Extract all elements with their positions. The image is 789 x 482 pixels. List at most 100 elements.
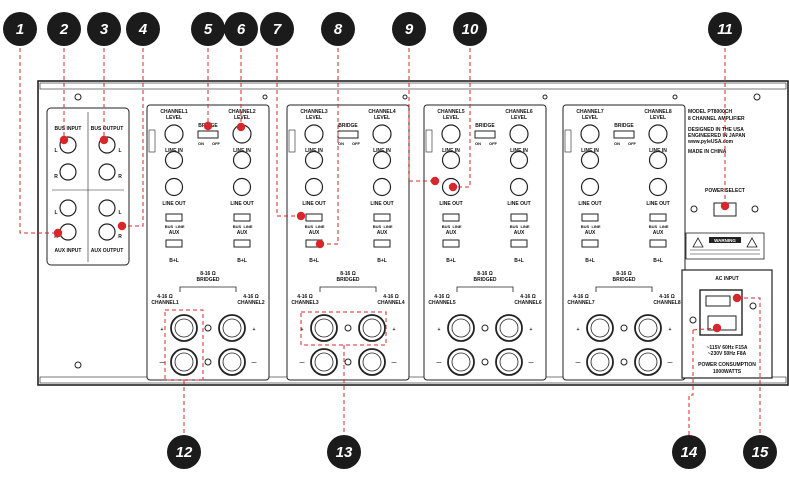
level-label: LEVEL (306, 115, 322, 121)
mode-switch[interactable] (373, 239, 391, 248)
mode-switch[interactable] (165, 239, 183, 248)
channel-output-label: CHANNEL6 (514, 300, 541, 306)
rca-jack[interactable] (304, 150, 324, 170)
aux-output-r-jack[interactable] (98, 223, 116, 241)
made-in-text: MADE IN CHINA (688, 149, 727, 155)
rca-jack[interactable] (372, 150, 392, 170)
bus-line-switch[interactable] (510, 213, 528, 222)
bridged-ohms-label: 8-16 Ω (616, 271, 631, 277)
rca-jack[interactable] (372, 177, 392, 197)
screw (204, 358, 212, 366)
plus-label: + (438, 327, 441, 333)
leader-10 (453, 48, 471, 188)
rca-jack[interactable] (648, 150, 668, 170)
screw (344, 324, 352, 332)
aux-output-l-jack[interactable] (98, 199, 116, 217)
mode-switch[interactable] (649, 239, 667, 248)
mode-switch[interactable] (442, 239, 460, 248)
rca-jack[interactable] (648, 177, 668, 197)
binding-post-inner (499, 318, 519, 338)
callout-badge-circle (327, 435, 361, 469)
marker-dot (448, 182, 458, 192)
bridge-switch[interactable] (613, 130, 635, 139)
level-knob[interactable] (509, 124, 529, 144)
callout-number: 8 (334, 21, 343, 38)
line-label: LINE (659, 224, 668, 229)
line-label: LINE (175, 224, 184, 229)
rca-jack[interactable] (580, 177, 600, 197)
binding-post-inner (362, 318, 382, 338)
channel-output-label: CHANNEL1 (151, 300, 178, 306)
bus-line-switch[interactable] (165, 213, 183, 222)
rca-jack[interactable] (304, 177, 324, 197)
bus-line-switch[interactable] (373, 213, 391, 222)
level-knob[interactable] (580, 124, 600, 144)
level-scale (425, 129, 433, 153)
rca-jack[interactable] (232, 177, 252, 197)
callout-number: 10 (462, 21, 479, 38)
marker-dot (203, 121, 213, 131)
screw (753, 93, 761, 101)
bridged-bracket (456, 286, 514, 292)
marker-dot (59, 135, 69, 145)
level-knob[interactable] (441, 124, 461, 144)
bl-label: B+L (653, 258, 663, 264)
bus-line-switch[interactable] (649, 213, 667, 222)
rca-jack[interactable] (164, 150, 184, 170)
bridge-switch[interactable] (197, 130, 219, 139)
ohms-label: 4-16 Ω (383, 294, 398, 300)
bridge-switch[interactable] (474, 130, 496, 139)
channel-output-label: CHANNEL7 (567, 300, 594, 306)
level-knob[interactable] (164, 124, 184, 144)
rca-jack[interactable] (580, 150, 600, 170)
minus-label: — (668, 360, 673, 366)
bl-label: B+L (237, 258, 247, 264)
bus-line-switch[interactable] (233, 213, 251, 222)
rca-jack[interactable] (164, 177, 184, 197)
bridged-label: BRIDGED (196, 277, 219, 283)
aux-input-r-jack[interactable] (59, 223, 77, 241)
mode-switch[interactable] (233, 239, 251, 248)
mode-switch[interactable] (510, 239, 528, 248)
marker-dot (99, 135, 109, 145)
level-knob[interactable] (304, 124, 324, 144)
engineered-text: ENGINEERED IN JAPAN (688, 133, 746, 139)
bus-output-r-jack[interactable] (98, 163, 116, 181)
channel-output-label: CHANNEL3 (291, 300, 318, 306)
bus-output-label: BUS OUTPUT (91, 126, 124, 132)
channel-level-label: CHANNEL2 (228, 109, 255, 115)
leader-7 (276, 48, 301, 217)
aux-input-l-jack[interactable] (59, 199, 77, 217)
rca-jack[interactable] (232, 150, 252, 170)
binding-post-inner (638, 318, 658, 338)
mode-switch[interactable] (581, 239, 599, 248)
ohms-label: 4-16 Ω (520, 294, 535, 300)
bus-line-switch[interactable] (581, 213, 599, 222)
rca-jack[interactable] (509, 177, 529, 197)
binding-post-inner (451, 318, 471, 338)
level-knob[interactable] (648, 124, 668, 144)
on-label: ON (198, 141, 204, 146)
bridge-switch[interactable] (337, 130, 359, 139)
plus-label: + (669, 327, 672, 333)
callout-6: 6 (224, 12, 258, 46)
aux-label: AUX (446, 230, 457, 236)
binding-post-inner (590, 352, 610, 372)
callout-9: 9 (392, 12, 426, 46)
off-label: OFF (212, 141, 221, 146)
rca-jack[interactable] (509, 150, 529, 170)
bus-line-switch[interactable] (442, 213, 460, 222)
bus-label: BUS (581, 224, 590, 229)
aux-label: AUX (237, 230, 248, 236)
bus-label: BUS (373, 224, 382, 229)
rca-jack[interactable] (441, 150, 461, 170)
leader-8 (320, 48, 339, 245)
bus-input-r-jack[interactable] (59, 163, 77, 181)
fuse-drawer[interactable] (705, 295, 731, 307)
bus-line-switch[interactable] (305, 213, 323, 222)
bridged-label: BRIDGED (336, 277, 359, 283)
level-knob[interactable] (372, 124, 392, 144)
